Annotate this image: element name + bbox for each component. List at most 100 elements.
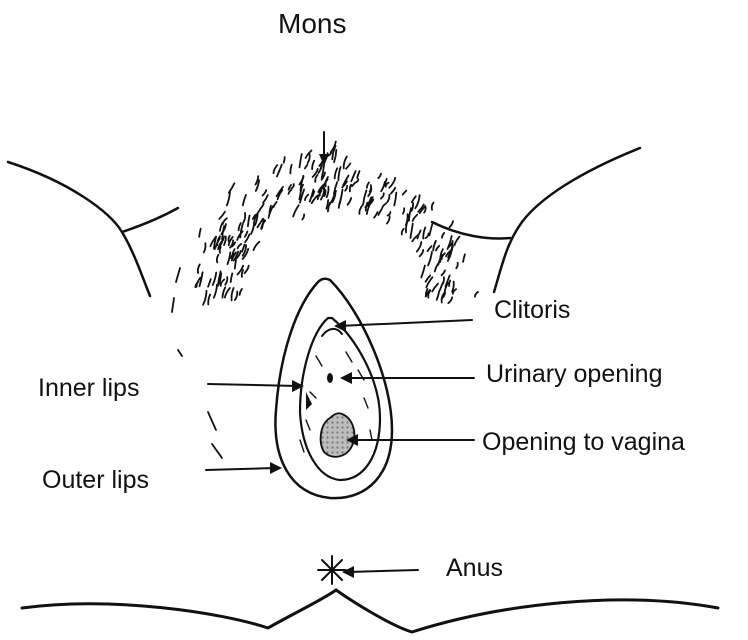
urinary-opening-mark [327,373,333,383]
hair-stroke [394,193,396,206]
right-thigh-outline [494,148,640,292]
hair-stroke [437,291,440,300]
hair-stroke [277,165,282,177]
hair-stroke [345,186,347,191]
hair-stroke [413,215,418,221]
hair-stroke [315,175,317,182]
hair-stroke [243,195,246,205]
hair-stroke [382,203,386,207]
hair-stroke [370,185,371,192]
hair-stroke [214,285,217,298]
hair-stroke [284,157,285,163]
hair-stroke [432,284,438,292]
hair-stroke [440,282,443,290]
hair-stroke [352,183,355,186]
hair-stroke [417,242,422,252]
hair-stroke [374,212,378,218]
hair-stroke [213,273,217,286]
hair-stroke [355,179,358,183]
hair-stroke [274,202,277,207]
urinary-opening-side-mark [306,392,312,410]
hair-stroke [351,171,355,181]
hair-stroke [387,216,390,223]
hair-stroke [225,288,230,298]
hair-stroke [208,279,211,287]
hair-stroke [274,165,278,173]
hair-stroke [223,218,227,224]
hair-stroke [442,233,444,238]
hair-stroke [208,295,210,305]
anus-label: Anus [446,556,503,581]
hair-stroke [220,223,222,231]
hair-stroke [448,297,452,303]
hair-stroke [436,246,439,251]
hair-stroke [435,263,439,272]
hair-stroke [334,150,336,162]
hair-stroke [248,216,250,227]
hair-dash [208,412,216,430]
hair-stroke [402,229,404,235]
hair-stroke [203,291,206,305]
pointer-arrowheads [270,154,358,578]
hair-stroke [335,168,338,178]
hair-stroke [305,165,308,169]
hair-stroke [363,190,366,204]
hair-stroke [359,205,362,214]
hair-stroke [433,241,436,251]
hair-stroke [242,270,243,277]
hair-stroke [412,203,414,211]
hair-stroke [305,195,308,200]
hair-stroke [312,161,314,169]
hair-stroke [428,246,432,251]
hair-stroke [340,190,343,204]
outer-lips-label: Outer lips [42,468,149,493]
hair-stroke [245,266,249,274]
hair-stroke [475,292,478,297]
hair-dash [212,444,222,458]
hair-stroke [243,213,245,223]
hair-stroke [245,232,248,237]
hair-stroke [403,191,407,195]
hair-stroke [204,243,206,252]
hair-dash [176,268,180,282]
urinary-opening-label: Urinary opening [486,362,663,387]
hair-stroke [238,244,242,248]
hair-stroke [300,154,302,167]
hair-stroke [449,280,450,286]
hair-stroke [442,270,446,275]
hair-stroke [242,245,245,252]
clitoris-hood [322,329,342,336]
hair-stroke [251,222,254,234]
right-buttock-outline [336,590,718,632]
hair-stroke [348,198,352,205]
hair-dash [172,298,174,312]
hair-stroke [403,208,404,214]
hair-stroke [389,178,395,188]
hair-stroke [388,212,391,215]
hair-stroke [325,177,328,186]
opening-to-vagina-label: Opening to vagina [482,430,685,455]
hair-stroke [454,237,459,246]
hair-stroke [327,187,329,198]
hair-stroke [225,277,227,285]
hair-stroke [381,182,385,191]
pointer-lines [206,132,474,572]
hair-stroke [378,174,381,179]
hair-stroke [199,229,201,237]
hair-stroke [240,289,242,295]
hair-stroke [350,185,351,192]
pubic-hair [172,142,478,459]
hair-stroke [406,214,408,225]
hair-stroke [263,190,267,195]
hair-stroke [387,195,389,202]
hair-stroke [221,280,225,286]
hair-stroke [299,176,303,185]
hair-dash [178,350,182,356]
hair-stroke [428,252,432,266]
hair-stroke [423,228,425,239]
hair-stroke [410,224,412,238]
inner-lips-pointer [208,384,298,386]
hair-stroke [450,221,454,227]
hair-stroke [381,193,384,198]
